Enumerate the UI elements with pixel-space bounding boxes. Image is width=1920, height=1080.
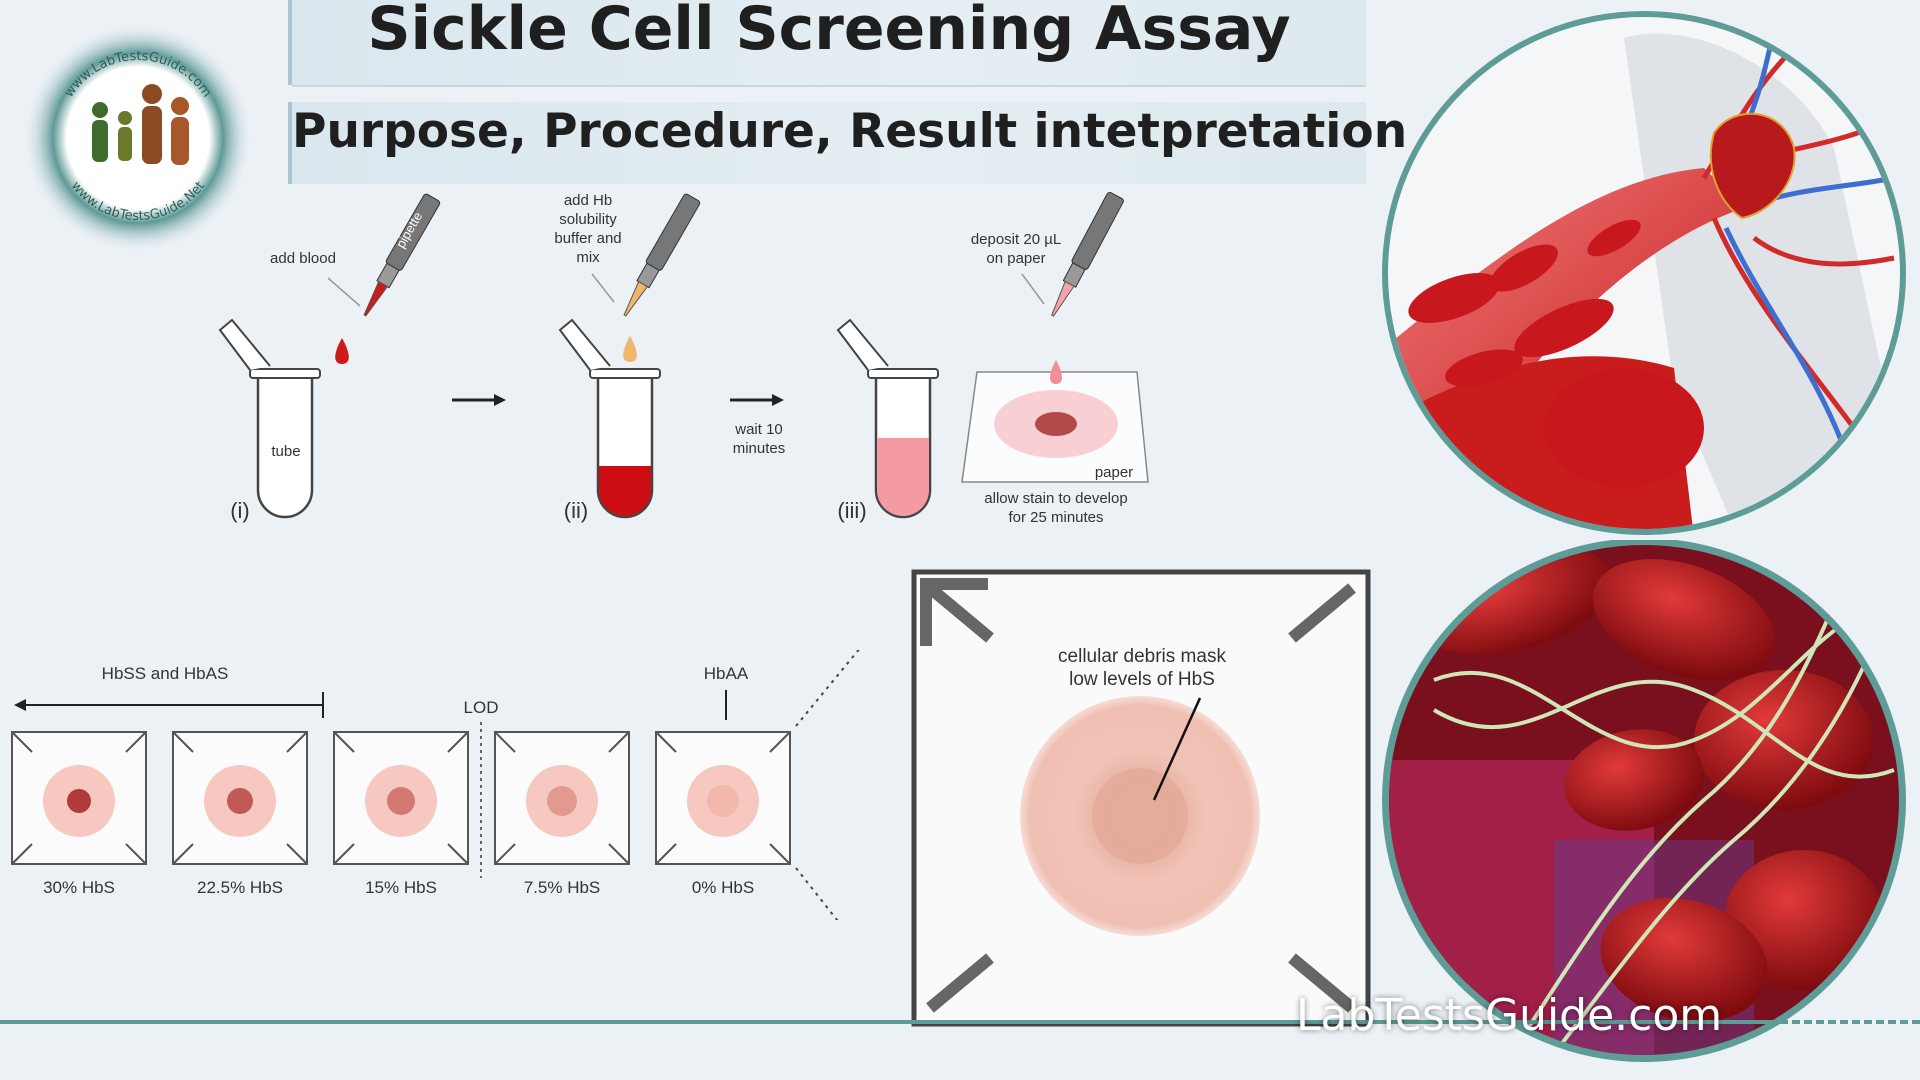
step2-note-line-2: solubility <box>559 211 617 228</box>
paper-deposit: deposit 20 µL on paper paper allow stain… <box>961 191 1149 526</box>
dna-cells-illustration <box>1382 540 1906 1062</box>
heart-icon <box>1709 112 1796 220</box>
lod-label: LOD <box>464 698 499 717</box>
tube-2 <box>558 318 661 519</box>
spot-label: 7.5% HbS <box>524 878 601 897</box>
spot-panel: 7.5% HbS <box>494 731 630 897</box>
step1-note: add blood <box>270 250 336 267</box>
spot-label: 0% HbS <box>692 878 754 897</box>
spot-core <box>387 787 415 815</box>
spot-panel: 15% HbS <box>333 731 469 897</box>
group-left-label: HbSS and HbAS <box>102 664 229 683</box>
watermark: LabTestsGuide.com <box>1296 990 1723 1041</box>
blood-vessel-illustration <box>1382 11 1906 535</box>
spot-label: 15% HbS <box>365 878 437 897</box>
spot-panel: 22.5% HbS <box>172 731 308 897</box>
family-icon <box>92 84 189 165</box>
pipette-icon: pipette <box>363 193 441 317</box>
step1: add blood pipette tube (i) <box>218 193 441 523</box>
spot-panel: 0% HbS <box>655 731 791 897</box>
zoomed-spot-panel: cellular debris mask low levels of HbS <box>911 569 1371 1027</box>
buffer-drop <box>623 336 637 362</box>
pipette-3-icon <box>1051 191 1124 317</box>
step3-numeral: (iii) <box>837 498 866 523</box>
title-band <box>292 0 1366 87</box>
spot-panel: 30% HbS <box>11 731 147 897</box>
zoom-note-line-1: cellular debris mask <box>1058 646 1226 667</box>
step2: add Hb solubility buffer and mix (ii) <box>554 192 701 523</box>
wait-line-2: minutes <box>733 440 786 457</box>
blood-drop <box>335 338 349 364</box>
step2-note-line-4: mix <box>576 249 600 266</box>
arrow-1-icon <box>452 394 506 406</box>
bottom-rule <box>0 1020 1780 1024</box>
deposit-line-2: on paper <box>986 250 1045 267</box>
wait-line-1: wait 10 <box>734 421 783 438</box>
pipette-2-icon <box>623 193 701 317</box>
subtitle-band-edge <box>288 102 292 184</box>
tube-3 <box>836 318 939 519</box>
step2-numeral: (ii) <box>564 498 588 523</box>
page-subtitle: Purpose, Procedure, Result intetpretatio… <box>292 104 1408 159</box>
step2-note-line-1: add Hb <box>564 192 612 209</box>
spot-label: 30% HbS <box>43 878 115 897</box>
spot-core <box>707 785 739 817</box>
results-strip: HbSS and HbAS LOD HbAA 30% HbS 22.5% HbS 1… <box>11 650 860 920</box>
deposit-line-1: deposit 20 µL <box>971 231 1061 248</box>
procedure-diagram: add blood pipette tube (i) add Hb solubi… <box>218 191 1149 526</box>
tube-1 <box>218 318 321 519</box>
left-arrow-icon <box>14 692 324 718</box>
spot-core <box>227 788 253 814</box>
step3: (iii) <box>836 318 939 523</box>
spot-core <box>547 786 577 816</box>
arrow-2-icon <box>730 394 784 406</box>
paper-label: paper <box>1095 464 1133 481</box>
spot-label: 22.5% HbS <box>197 878 283 897</box>
dna-helix-icon <box>1432 579 1895 1055</box>
group-right-label: HbAA <box>704 664 749 683</box>
page-title: Sickle Cell Screening Assay <box>367 0 1291 64</box>
develop-line-1: allow stain to develop <box>984 490 1127 507</box>
title-band-edge <box>288 0 292 85</box>
develop-line-2: for 25 minutes <box>1008 509 1103 526</box>
tube-label: tube <box>271 443 300 460</box>
sample-drop <box>1049 360 1063 384</box>
spot-core <box>67 789 91 813</box>
zoom-note-line-2: low levels of HbS <box>1069 669 1215 690</box>
spot-panels: 30% HbS 22.5% HbS 15% HbS 7.5% HbS 0% HbS <box>11 731 791 897</box>
bottom-rule-dashed <box>1780 1020 1920 1024</box>
subtitle-band <box>292 102 1366 184</box>
step1-numeral: (i) <box>230 498 250 523</box>
site-logo: www.LabTestsGuide.com www.LabTestsGuide.… <box>23 23 253 253</box>
step2-note-line-3: buffer and <box>554 230 621 247</box>
